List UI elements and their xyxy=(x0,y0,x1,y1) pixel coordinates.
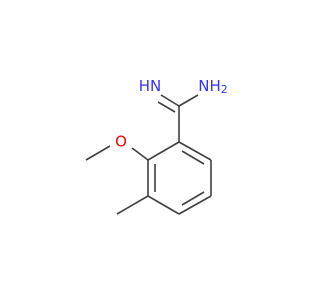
ring-bond-c4-c5 xyxy=(147,195,180,215)
ring-double-bond-inner-2 xyxy=(181,191,205,206)
imine-nitrogen-label: HN xyxy=(139,77,162,95)
ring-bond-c6-c1 xyxy=(147,141,180,161)
ring-double-bond-inner-1 xyxy=(181,150,205,165)
amine-nh: NH xyxy=(198,77,221,95)
amine-subscript-2: 2 xyxy=(221,83,228,96)
bond-imine-double-2 xyxy=(157,101,176,113)
amine-nitrogen-label: NH2 xyxy=(198,77,228,97)
ring-bond-c3-c4 xyxy=(178,195,212,215)
ring-bond-c1-c2 xyxy=(178,141,212,161)
bond-amine-single xyxy=(178,94,199,107)
methoxy-group: O xyxy=(85,133,149,161)
bond-imine-double-1 xyxy=(160,94,180,107)
amidine-group: HN NH2 xyxy=(139,77,228,142)
oxygen-label: O xyxy=(115,133,127,151)
bond-ring-to-methyl xyxy=(116,195,149,215)
methyl-group xyxy=(116,195,149,215)
imine-hydrogen: H xyxy=(139,77,150,95)
benzene-ring xyxy=(147,141,212,215)
bond-ring-to-oxygen xyxy=(131,147,149,161)
chemical-structure-diagram: HN NH2 O xyxy=(85,77,228,215)
imine-nitrogen: N xyxy=(150,77,161,95)
bond-oxygen-to-methyl xyxy=(85,145,111,161)
